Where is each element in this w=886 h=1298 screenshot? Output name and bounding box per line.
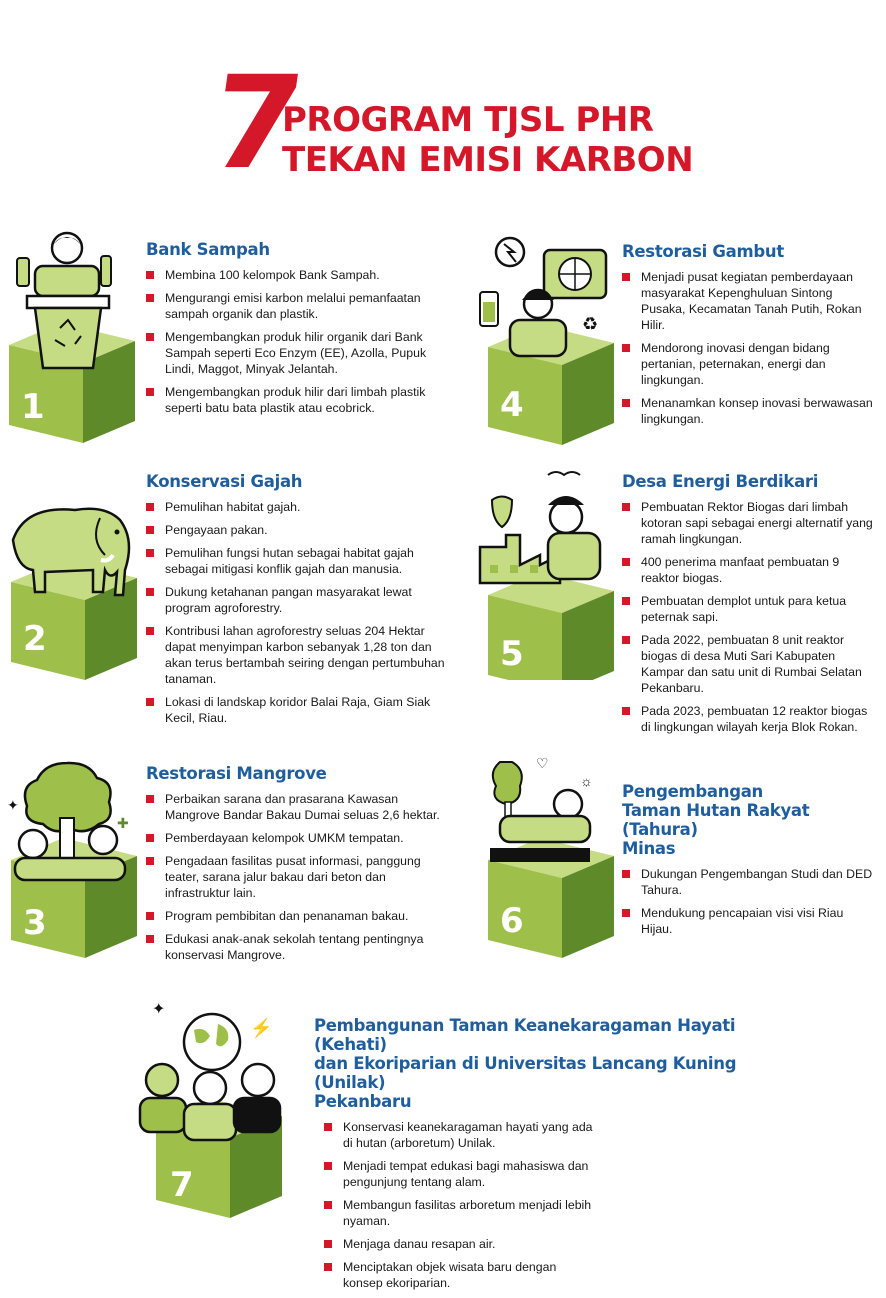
list-item: Pengadaan fasilitas pusat informasi, pan… [146,853,446,901]
cube-number-5: 5 [500,634,524,674]
program-4-section: Restorasi Gambut Menjadi pusat kegiatan … [622,242,878,434]
page-title: PROGRAM TJSL PHR TEKAN EMISI KARBON [282,100,694,180]
list-item: Pemulihan habitat gajah. [146,499,446,515]
program-5-bullets: Pembuatan Rektor Biogas dari limbah koto… [622,499,878,735]
program-1-title: Bank Sampah [146,240,270,259]
program-4-title: Restorasi Gambut [622,242,784,261]
list-item: Program pembibitan dan penanaman bakau. [146,908,446,924]
list-item: Mendukung pencapaian visi visi Riau Hija… [622,905,878,937]
program-6-title-line-1: Pengembangan [622,782,764,801]
person-seedling-icon: 6 ♡ ☼ [470,752,615,962]
elephant-icon: 2 [5,500,140,680]
list-item: Pembuatan Rektor Biogas dari limbah koto… [622,499,878,547]
list-item: Kontribusi lahan agroforestry seluas 204… [146,623,446,687]
list-item: Membina 100 kelompok Bank Sampah. [146,267,446,283]
list-item: Dukung ketahanan pangan masyarakat lewat… [146,584,446,616]
list-item: Mengembangkan produk hilir dari limbah p… [146,384,446,416]
list-item: Pembuatan demplot untuk para ketua peter… [622,593,878,625]
person-recycling-bin-icon: 1 [5,228,140,443]
list-item: Mengurangi emisi karbon melalui pemanfaa… [146,290,446,322]
cube-number-7: 7 [170,1165,194,1205]
program-7-bullets: Konservasi keanekaragaman hayati yang ad… [314,1119,594,1291]
list-item: Pada 2022, pembuatan 8 unit reaktor biog… [622,632,878,696]
program-3-section: Restorasi Mangrove Perbaikan sarana dan … [146,764,446,970]
program-4-bullets: Menjadi pusat kegiatan pemberdayaan masy… [622,269,878,427]
list-item: Menjadi tempat edukasi bagi mahasiswa da… [324,1158,594,1190]
svg-text:♡: ♡ [536,755,549,771]
cube-number-4: 4 [500,385,524,425]
list-item: 400 penerima manfaat pembuatan 9 reaktor… [622,554,878,586]
list-item: Menjadi pusat kegiatan pemberdayaan masy… [622,269,878,333]
program-6-title-line-3: Minas [622,839,676,858]
title-line-1: PROGRAM TJSL PHR [282,100,654,140]
svg-text:✚: ✚ [117,815,129,831]
list-item: Mendorong inovasi dengan bidang pertania… [622,340,878,388]
program-7-title: Pembangunan Taman Keanekaragaman Hayati … [314,1016,754,1111]
svg-text:⚡: ⚡ [250,1017,272,1039]
program-6-title: Pengembangan Taman Hutan Rakyat (Tahura)… [622,782,878,858]
svg-text:♻: ♻ [582,314,598,334]
program-6-title-line-2: Taman Hutan Rakyat (Tahura) [622,801,810,839]
list-item: Menanamkan konsep inovasi berwawasan lin… [622,395,878,427]
program-7-title-line-2: dan Ekoriparian di Universitas Lancang K… [314,1054,737,1092]
cube-number-6: 6 [500,901,524,941]
program-3-title: Restorasi Mangrove [146,764,327,783]
list-item: Menciptakan objek wisata baru dengan kon… [324,1259,594,1291]
title-line-2: TEKAN EMISI KARBON [282,140,694,180]
program-1-section: Bank Sampah Membina 100 kelompok Bank Sa… [146,240,446,423]
person-factory-icon: 5 [470,465,615,680]
cube-number-1: 1 [21,387,45,427]
cube-number-3: 3 [23,903,47,943]
program-2-section: Konservasi Gajah Pemulihan habitat gajah… [146,472,446,733]
program-1-bullets: Membina 100 kelompok Bank Sampah. Mengur… [146,267,446,416]
list-item: Pemberdayaan kelompok UMKM tempatan. [146,830,446,846]
list-item: Konservasi keanekaragaman hayati yang ad… [324,1119,594,1151]
program-7-title-line-1: Pembangunan Taman Keanekaragaman Hayati … [314,1016,736,1054]
list-item: Mengembangkan produk hilir organik dari … [146,329,446,377]
program-2-bullets: Pemulihan habitat gajah. Pengayaan pakan… [146,499,446,726]
svg-text:☼: ☼ [580,773,593,789]
list-item: Pemulihan fungsi hutan sebagai habitat g… [146,545,446,577]
list-item: Menjaga danau resapan air. [324,1236,594,1252]
list-item: Edukasi anak-anak sekolah tentang pentin… [146,931,446,963]
program-3-bullets: Perbaikan sarana dan prasarana Kawasan M… [146,791,446,963]
program-6-bullets: Dukungan Pengembangan Studi dan DED Tahu… [622,866,878,937]
list-item: Perbaikan sarana dan prasarana Kawasan M… [146,791,446,823]
person-globe-energy-icon: 4 ♻ [470,230,615,445]
svg-text:✦: ✦ [7,797,19,813]
list-item: Dukungan Pengembangan Studi dan DED Tahu… [622,866,878,898]
list-item: Pengayaan pakan. [146,522,446,538]
program-7-title-line-3: Pekanbaru [314,1092,412,1111]
program-2-title: Konservasi Gajah [146,472,303,491]
svg-text:✦: ✦ [152,1001,165,1018]
people-tree-icon: 3 ✦ ✚ [5,758,140,963]
cube-number-2: 2 [23,619,47,659]
program-5-title: Desa Energi Berdikari [622,472,819,491]
program-5-section: Desa Energi Berdikari Pembuatan Rektor B… [622,472,878,742]
program-7-section: Pembangunan Taman Keanekaragaman Hayati … [314,1016,754,1298]
list-item: Lokasi di landskap koridor Balai Raja, G… [146,694,446,726]
list-item: Pada 2023, pembuatan 12 reaktor biogas d… [622,703,878,735]
students-earth-icon: 7 ✦ ⚡ [130,1000,305,1220]
list-item: Membangun fasilitas arboretum menjadi le… [324,1197,594,1229]
program-6-section: Pengembangan Taman Hutan Rakyat (Tahura)… [622,782,878,944]
